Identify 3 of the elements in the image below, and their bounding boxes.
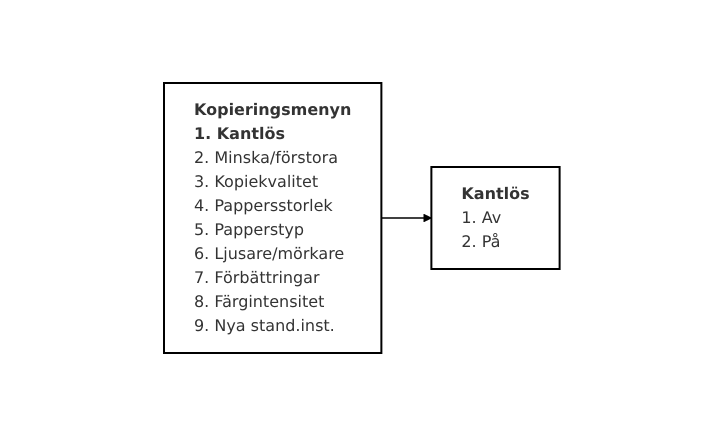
- node-box: Kopieringsmenyn 1. Kantlös 2. Minska/förstora 3. Kopiekvalitet 4. Pappersstorlek 5. Papperstyp 6. Ljusare/mörkare 7. Förbättringar 8. Färgintensitet 9. Nya stand.inst.: [162, 82, 382, 354]
- arrow: [381, 213, 432, 222]
- node-box: Kantlös 1. Av 2. På: [430, 166, 560, 270]
